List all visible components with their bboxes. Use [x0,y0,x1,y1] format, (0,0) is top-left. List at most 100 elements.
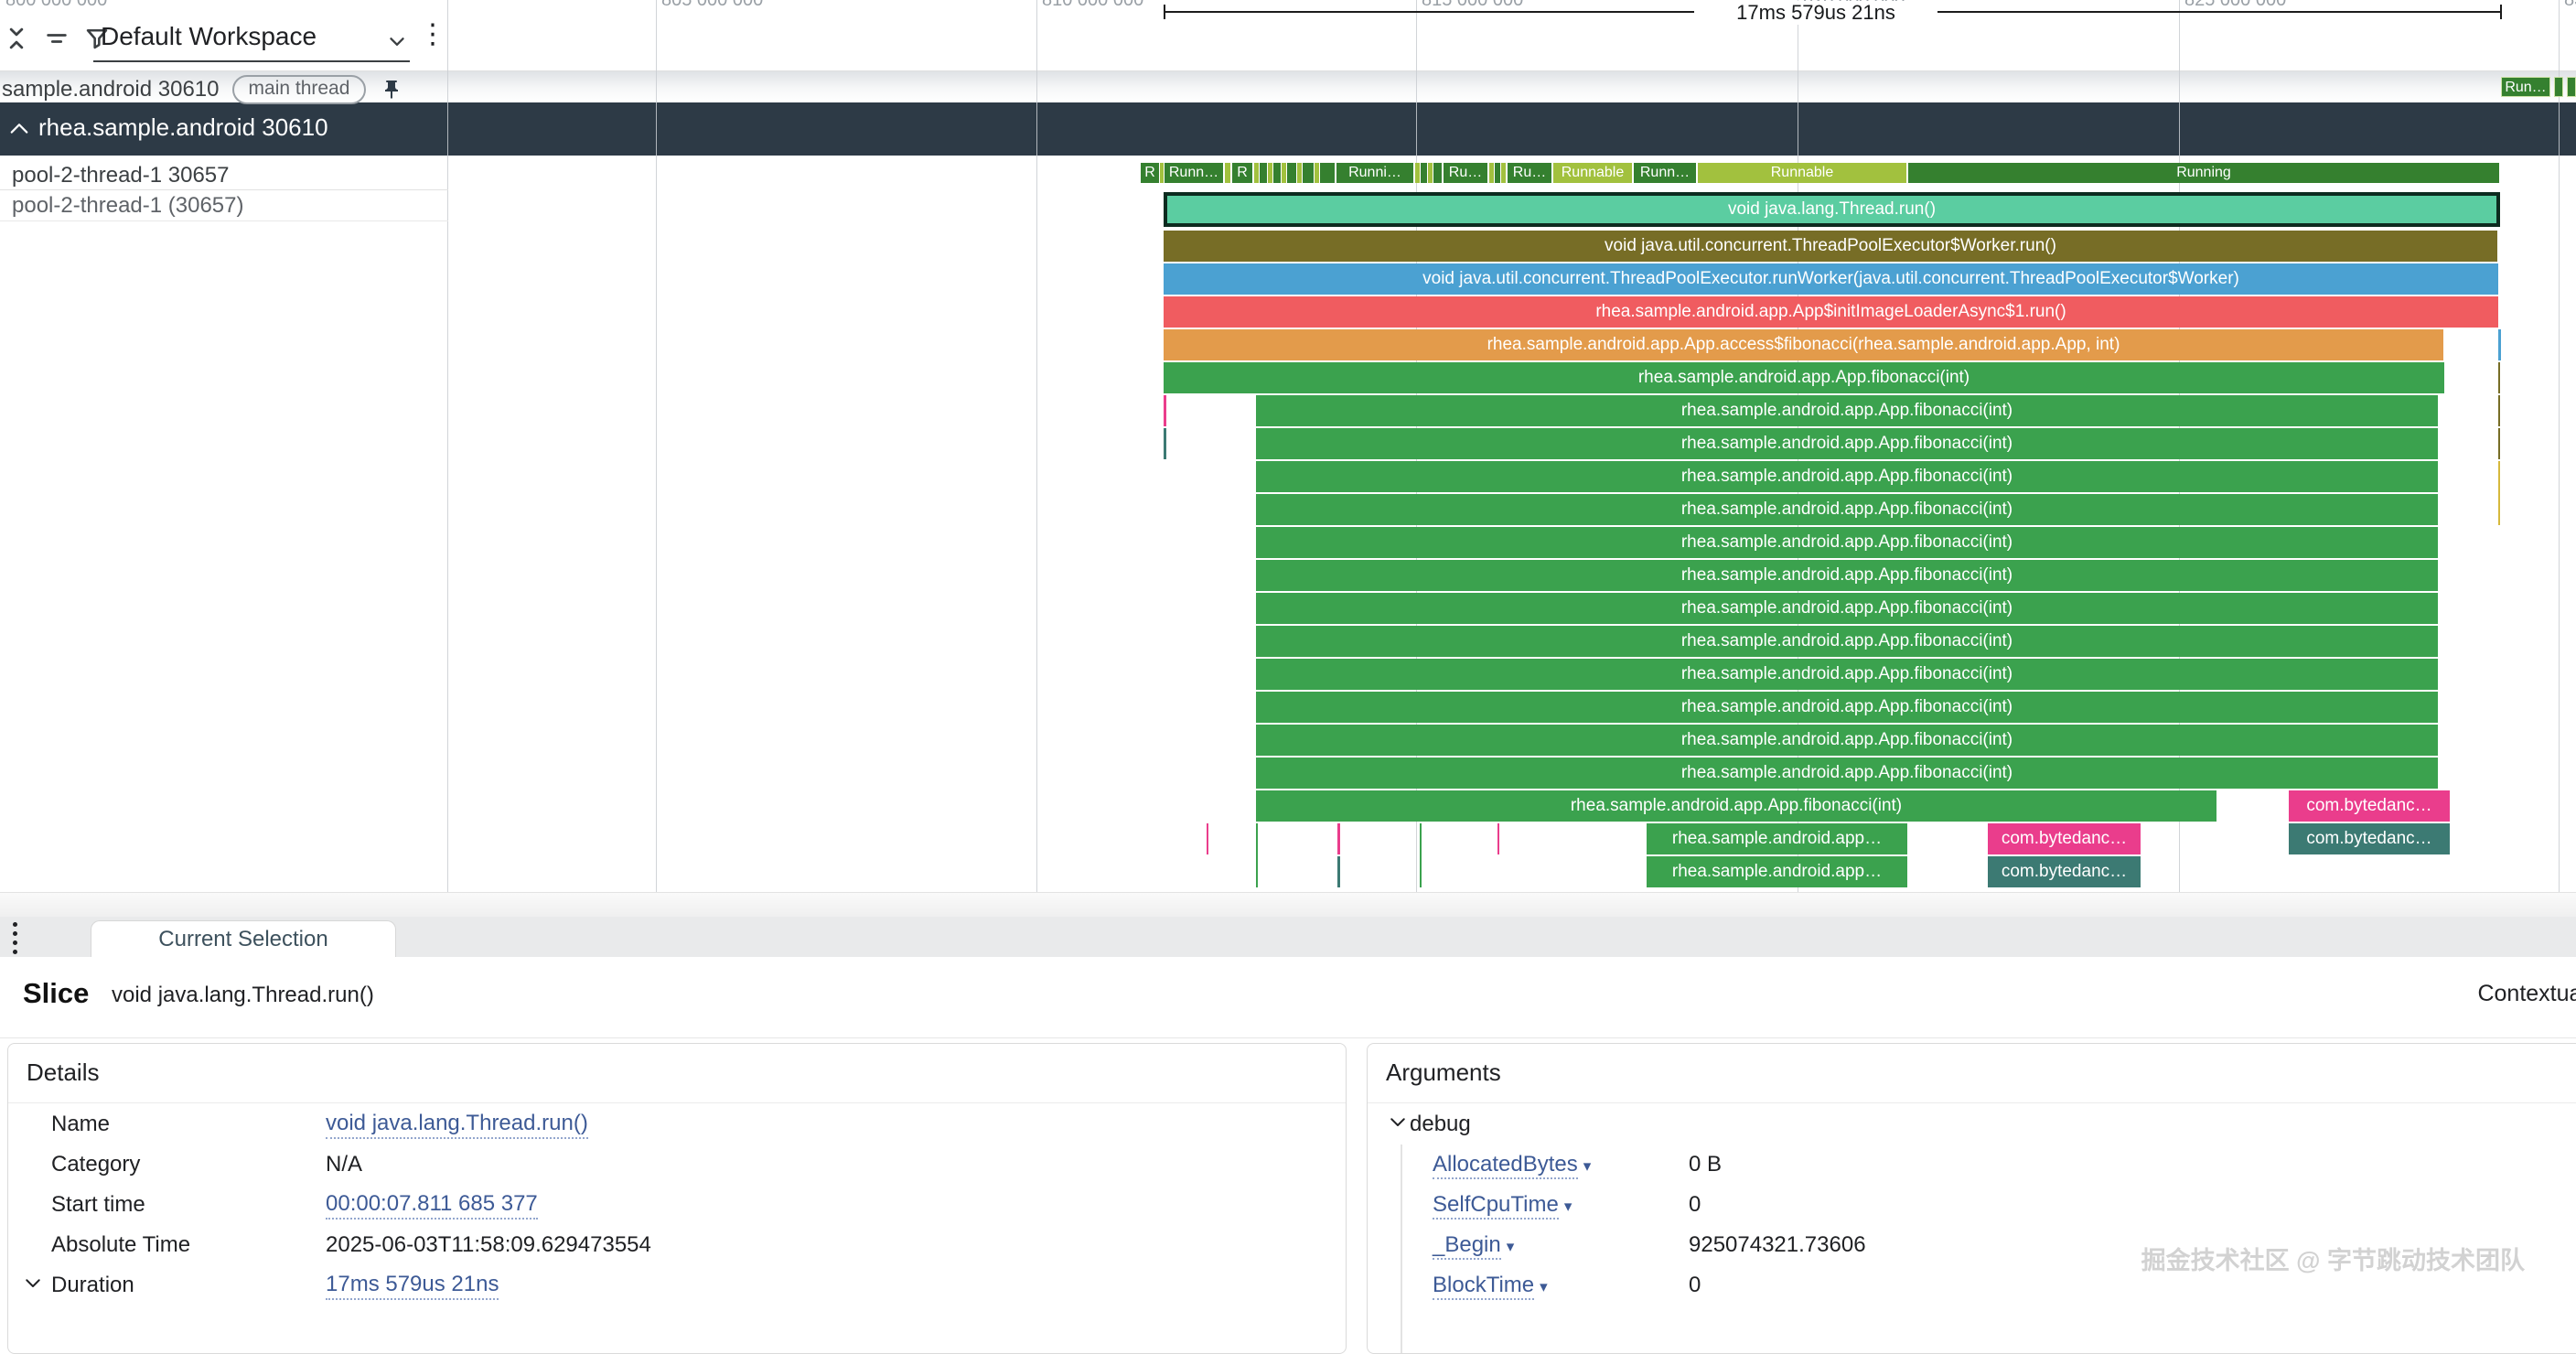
thread-state-slice[interactable] [1315,163,1319,183]
track-group[interactable]: rhea.sample.android 30610 [9,113,328,142]
flame-slice[interactable]: rhea.sample.android.app… [1647,856,1907,887]
flame-slice[interactable]: rhea.sample.android.app.App.fibonacci(in… [1256,659,2438,690]
flame-slice[interactable] [1207,823,1208,854]
flame-slice[interactable]: rhea.sample.android.app.App.fibonacci(in… [1256,593,2438,624]
argument-key-link[interactable]: _Begin [1433,1232,1501,1260]
flame-slice[interactable] [2498,428,2500,459]
flame-slice[interactable]: rhea.sample.android.app.App$initImageLoa… [1164,296,2498,328]
flame-slice[interactable]: rhea.sample.android.app.App.fibonacci(in… [1256,461,2438,492]
thread-state-slice[interactable] [2554,77,2563,97]
thread-state-slice[interactable] [1428,163,1433,183]
thread-state-slice[interactable]: R [1232,163,1252,183]
flame-slice[interactable]: rhea.sample.android.app.App.fibonacci(in… [1256,758,2438,789]
flame-slice[interactable]: com.bytedanc… [2289,823,2450,854]
flame-slice[interactable] [2498,362,2500,393]
flame-slice[interactable]: rhea.sample.android.app.App.fibonacci(in… [1256,395,2438,426]
thread-state-slice[interactable]: Runnable [1553,163,1632,183]
flame-slice[interactable]: rhea.sample.android.app.App.fibonacci(in… [1164,362,2444,393]
flame-slice[interactable]: rhea.sample.android.app.App.fibonacci(in… [1256,494,2438,525]
thread-state-slice[interactable]: Runn… [1165,163,1223,183]
flame-slice[interactable] [1420,823,1422,887]
thread-state-slice[interactable] [1501,163,1506,183]
details-row-value-link[interactable]: void java.lang.Thread.run() [326,1111,588,1139]
argument-row: SelfCpuTime▾0 [1368,1185,2576,1225]
thread-state-slice[interactable]: R [1141,163,1159,183]
chevron-down-icon[interactable] [385,29,409,53]
dropdown-caret-icon[interactable]: ▾ [1540,1278,1548,1295]
thread-state-slice[interactable] [1421,163,1427,183]
thread-state-slice[interactable]: Runnable [1698,163,1906,183]
thread-state-slice[interactable] [1268,163,1272,183]
flame-slice[interactable] [1256,823,1258,887]
tab-current-selection[interactable]: Current Selection [91,920,396,958]
thread-state-slice[interactable]: Runni… [1336,163,1413,183]
flame-slice[interactable] [1337,823,1340,854]
details-row-value-link[interactable]: 17ms 579us 21ns [326,1272,499,1300]
flame-slice[interactable]: void java.util.concurrent.ThreadPoolExec… [1164,263,2498,295]
workspace-selector[interactable]: Default Workspace [101,22,317,50]
flame-slice[interactable]: rhea.sample.android.app.App.fibonacci(in… [1256,527,2438,558]
filter-list-icon[interactable] [44,26,70,51]
track-process[interactable]: sample.android 30610 main thread [2,75,402,104]
flame-slice[interactable] [1164,395,1166,426]
filter-funnel-icon[interactable] [84,26,110,51]
workspace-bar: Default Workspace ⋮ [0,13,447,70]
thread-state-slice[interactable] [1415,163,1420,183]
kebab-menu-icon[interactable]: ⋮ [419,19,446,49]
thread-state-slice[interactable]: Ru… [1444,163,1487,183]
flame-slice[interactable] [2498,395,2500,426]
flame-slice[interactable]: com.bytedanc… [2289,790,2450,822]
thread-state-slice[interactable] [1433,163,1442,183]
thread-state-slice[interactable] [1489,163,1494,183]
argument-key-link[interactable]: BlockTime [1433,1273,1535,1300]
flame-slice[interactable] [2498,329,2501,360]
flame-slice[interactable] [2498,461,2500,525]
flame-slice[interactable]: rhea.sample.android.app.App.fibonacci(in… [1256,692,2438,723]
panel-resize-strip[interactable] [0,892,2576,918]
flame-slice[interactable]: rhea.sample.android.app.App.fibonacci(in… [1256,626,2438,657]
details-row-value-link[interactable]: 00:00:07.811 685 377 [326,1191,538,1220]
thread-state-slice[interactable] [1260,163,1267,183]
flame-slice[interactable] [1497,823,1499,854]
thread-state-slice[interactable] [1225,163,1230,183]
thread-state-slice[interactable] [1282,163,1286,183]
thread-state-slice[interactable]: Running [1908,163,2499,183]
thread-state-slice[interactable] [1254,163,1259,183]
flame-slice[interactable]: rhea.sample.android.app… [1647,823,1907,854]
argument-key-link[interactable]: AllocatedBytes [1433,1152,1578,1179]
dropdown-caret-icon[interactable]: ▾ [1583,1157,1592,1175]
flame-slice[interactable]: rhea.sample.android.app.App.access$fibon… [1164,329,2443,360]
arg-tree-root[interactable]: debug [1368,1104,2576,1144]
flame-slice[interactable]: rhea.sample.android.app.App.fibonacci(in… [1256,725,2438,756]
thread-state-slice[interactable] [1287,163,1296,183]
dropdown-caret-icon[interactable]: ▾ [1563,1198,1572,1215]
flame-slice[interactable]: com.bytedanc… [1988,823,2141,854]
thread-state-slice[interactable] [1160,163,1164,183]
thread-state-slice[interactable] [1303,163,1314,183]
thread-state-slice[interactable] [1273,163,1281,183]
thread-state-slice[interactable]: Runn… [1634,163,1696,183]
thread-state-slice[interactable] [2567,77,2576,97]
flame-slice[interactable]: void java.util.concurrent.ThreadPoolExec… [1164,231,2497,262]
chevron-down-icon[interactable] [25,1278,41,1289]
thread-state-slice[interactable] [1320,163,1335,183]
thread-state-slice[interactable]: Run… [2501,77,2550,97]
track-thread-state[interactable]: pool-2-thread-1 30657 [12,163,230,188]
flame-slice[interactable]: void java.lang.Thread.run() [1164,192,2500,227]
flame-slice[interactable]: rhea.sample.android.app.App.fibonacci(in… [1256,428,2438,459]
thread-state-slice[interactable] [1495,163,1500,183]
flame-slice[interactable]: com.bytedanc… [1988,856,2141,887]
thread-state-slice[interactable]: Ru… [1508,163,1551,183]
argument-key-link[interactable]: SelfCpuTime [1433,1192,1559,1220]
pin-icon[interactable] [381,78,402,102]
track-thread-slices[interactable]: pool-2-thread-1 (30657) [12,193,244,218]
contextual-options-button[interactable]: Contextual [2477,981,2576,1006]
dropdown-caret-icon[interactable]: ▾ [1506,1238,1515,1255]
collapse-tracks-icon[interactable] [4,26,29,51]
flame-slice[interactable] [1164,428,1166,459]
thread-state-slice[interactable] [1297,163,1302,183]
flame-slice[interactable] [1337,856,1340,887]
flame-slice[interactable]: rhea.sample.android.app.App.fibonacci(in… [1256,790,2216,822]
flame-slice[interactable]: rhea.sample.android.app.App.fibonacci(in… [1256,560,2438,591]
